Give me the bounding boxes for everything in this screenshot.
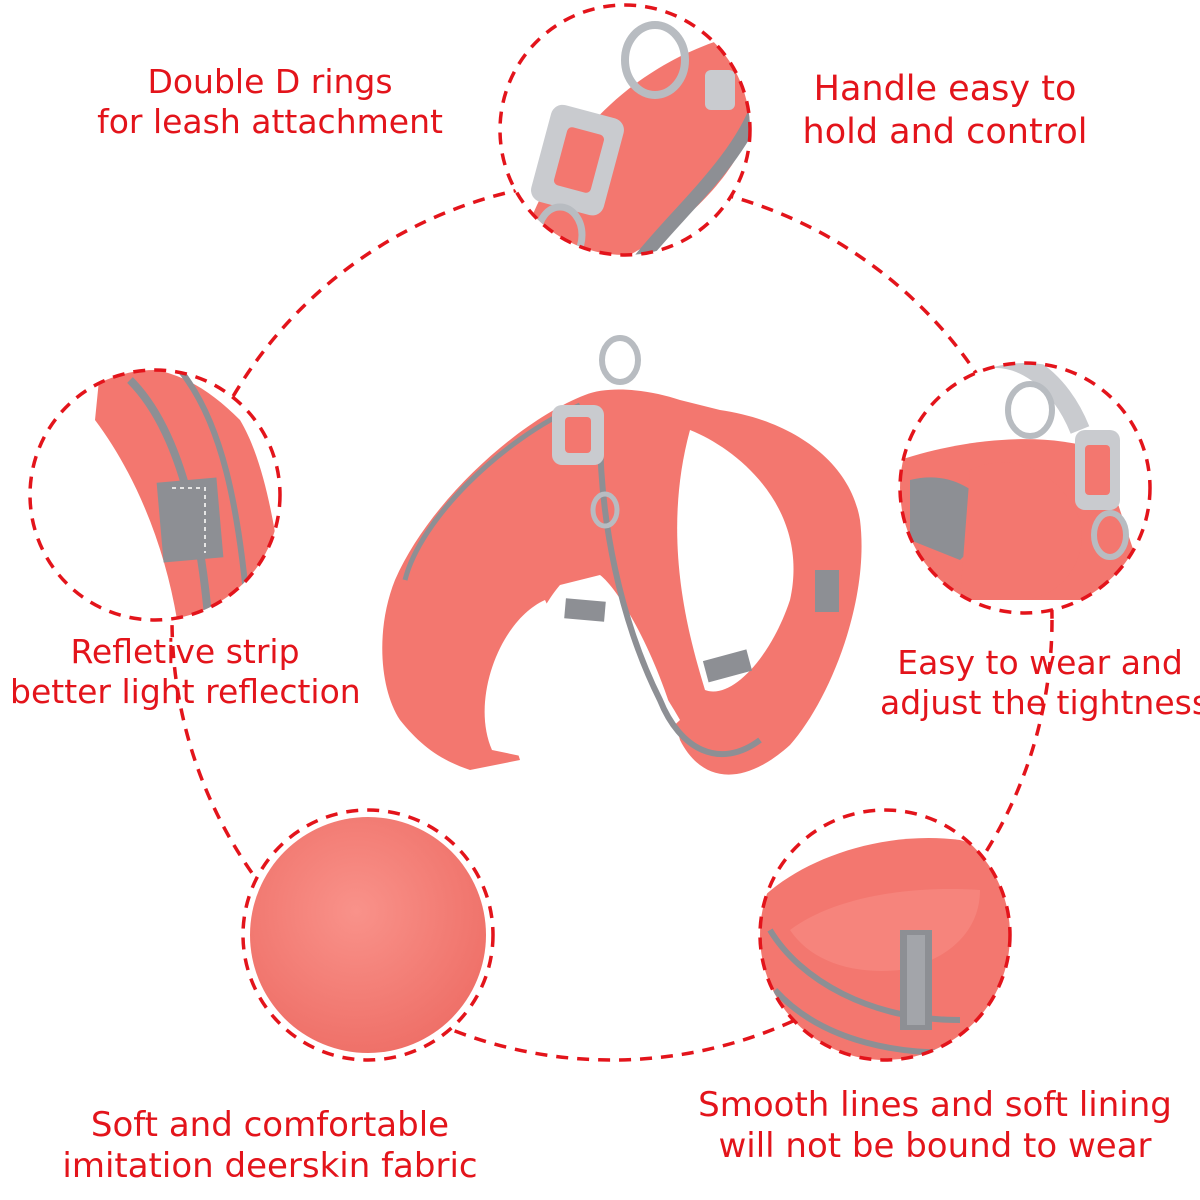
caption-soft-lining: Smooth lines and soft lining will not be… xyxy=(690,1085,1180,1168)
caption-line: Smooth lines and soft lining xyxy=(698,1085,1172,1125)
caption-soft-fabric: Soft and comfortable imitation deerskin … xyxy=(60,1105,480,1188)
caption-double-d-rings: Double D rings for leash attachment xyxy=(90,62,450,143)
zoom-easy-wear xyxy=(898,361,1152,615)
zoom-reflective-strip xyxy=(28,368,282,622)
caption-line: hold and control xyxy=(802,111,1088,152)
caption-line: imitation deerskin fabric xyxy=(62,1146,478,1187)
caption-line: Double D rings xyxy=(147,62,393,101)
caption-line: Soft and comfortable xyxy=(90,1105,450,1145)
zoom-fabric-texture xyxy=(241,808,495,1062)
caption-easy-wear: Easy to wear and adjust the tightness xyxy=(880,643,1200,724)
caption-line: adjust the tightness xyxy=(880,683,1200,723)
main-dashed-circle xyxy=(170,178,1054,1062)
zoom-soft-lining xyxy=(758,808,1012,1062)
caption-handle: Handle easy to hold and control xyxy=(780,68,1110,153)
harness-main-image xyxy=(382,335,862,775)
caption-line: for leash attachment xyxy=(97,102,443,142)
caption-line: better light reflection xyxy=(10,672,361,712)
caption-line: Easy to wear and xyxy=(897,643,1183,682)
caption-line: will not be bound to wear xyxy=(718,1126,1152,1167)
caption-line: Refletive strip xyxy=(70,632,300,671)
caption-line: Handle easy to xyxy=(813,69,1077,109)
zoom-d-rings xyxy=(498,3,752,257)
caption-reflective-strip: Refletive strip better light reflection xyxy=(10,632,361,713)
